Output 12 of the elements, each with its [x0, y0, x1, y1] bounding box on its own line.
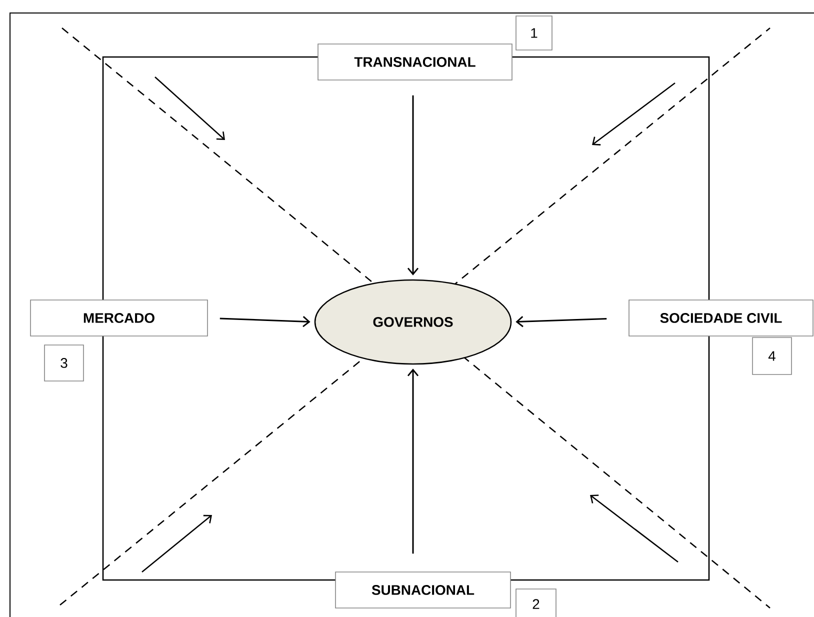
- arrow: [407, 368, 419, 554]
- ellipse-node: GOVERNOS: [314, 279, 512, 365]
- callout-number: 3: [44, 344, 84, 382]
- callout-number: 4: [752, 337, 792, 375]
- callout-number: 2: [516, 588, 556, 617]
- label-box: TRANSNACIONAL: [318, 44, 512, 80]
- arrow: [407, 95, 419, 276]
- label-box: MERCADO: [30, 300, 208, 336]
- arrow: [220, 316, 310, 328]
- callout-number: 1: [516, 16, 552, 50]
- label-box: SUBNACIONAL: [335, 572, 511, 608]
- arrow: [516, 316, 607, 328]
